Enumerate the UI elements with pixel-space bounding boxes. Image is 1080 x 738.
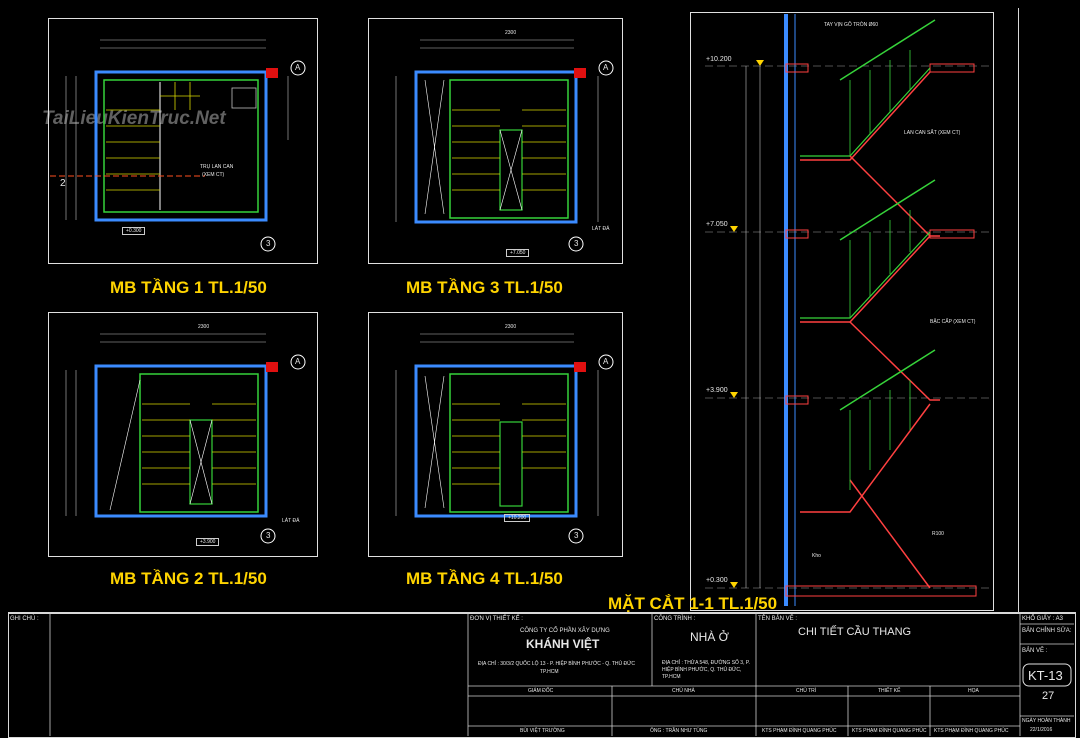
section-note-handrail: TAY VỊN GỖ TRÒN Ø60 <box>824 22 879 28</box>
tb-cong-trinh: NHÀ Ở <box>690 630 729 644</box>
section-level-0300: +0.300 <box>706 577 728 584</box>
tb-company-address: ĐỊA CHỈ : 30/3/2 QUỐC LỘ 13 - P. HIỆP BÌ… <box>478 661 636 667</box>
grid-mark-3-1: 3 <box>266 239 271 248</box>
tb-name-giam-doc: BÙI VIỆT TRƯỜNG <box>520 728 565 734</box>
plan4-level: +10.200 <box>504 514 531 522</box>
tru-lan-can-label: TRỤ LAN CAN <box>200 164 234 170</box>
tb-sheet-no: 27 <box>1042 690 1055 702</box>
tb-role-thiet-ke: THIẾT KẾ <box>878 688 901 694</box>
tb-don-vi-label: ĐƠN VỊ THIẾT KẾ : <box>470 616 523 622</box>
tb-ngay-label: NGÀY HOÀN THÀNH <box>1022 718 1071 724</box>
tb-company-line: CÔNG TY CỔ PHẦN XÂY DỰNG <box>520 628 610 634</box>
tb-ten-ban-ve: CHI TIẾT CẦU THANG <box>798 626 912 638</box>
section-level-10200: +10.200 <box>706 56 732 63</box>
grid-mark-a-1: A <box>295 63 301 72</box>
grid-mark-a-2: A <box>295 357 301 366</box>
plan-title-floor2: MB TẦNG 2 TL.1/50 <box>110 569 267 588</box>
plan3-level: +7.050 <box>506 249 530 257</box>
tb-sheet-code: KT-13 <box>1028 668 1063 683</box>
tb-ngay: 22/1/2016 <box>1030 727 1053 733</box>
lat-da-plan2: LÁT ĐÁ <box>282 518 300 524</box>
plan-panel-floor2 <box>48 312 318 557</box>
plan1-level: +0.300 <box>122 227 146 235</box>
tb-name-chu-nha: ÔNG : TRẦN NHƯ TÙNG <box>650 728 708 734</box>
plan-panel-floor1 <box>48 18 318 264</box>
tb-cong-trinh-address: ĐỊA CHỈ : THỬA 548, ĐƯỜNG SỐ 3, P. HIỆP … <box>662 660 750 680</box>
tb-name-chu-tri: KTS PHẠM ĐÌNH QUANG PHÚC <box>762 728 837 734</box>
plan-title-floor1: MB TẦNG 1 TL.1/50 <box>110 278 267 297</box>
tb-role-chu-nha: CHỦ NHÀ <box>672 688 695 694</box>
grid-mark-3-3: 3 <box>574 239 579 248</box>
tb-name-hoa: KTS PHẠM ĐÌNH QUANG PHÚC <box>934 728 1009 734</box>
section-note-railing: LAN CAN SẮT (XEM CT) <box>904 130 961 136</box>
tb-name-thiet-ke: KTS PHẠM ĐÌNH QUANG PHÚC <box>852 728 927 734</box>
grid-mark-3-4: 3 <box>574 531 579 540</box>
tb-role-giam-doc: GIÁM ĐỐC <box>528 688 554 694</box>
plan-panel-floor4 <box>368 312 623 557</box>
section-mark-2: 2 <box>60 178 66 189</box>
tb-kho-giay: KHỔ GIẤY : A3 <box>1022 616 1063 622</box>
section-level-7050: +7.050 <box>706 221 728 228</box>
drawing-border-right <box>1018 8 1019 612</box>
plan-floor2-drawing <box>65 333 306 544</box>
xem-ct-label: (XEM CT) <box>202 172 225 178</box>
tb-company-name: KHÁNH VIỆT <box>526 637 600 651</box>
grid-mark-a-4: A <box>603 357 609 366</box>
plan-title-floor4: MB TẦNG 4 TL.1/50 <box>406 569 563 588</box>
section-panel <box>690 12 994 611</box>
watermark-text: TaiLieuKienTruc.Net <box>42 108 226 129</box>
tb-role-chu-tri: CHỦ TRÌ <box>796 688 817 694</box>
lat-da-plan3: LÁT ĐÁ <box>592 226 610 232</box>
section-title: MẶT CẮT 1-1 TL.1/50 <box>608 594 778 613</box>
tb-cong-trinh-label: CÔNG TRÌNH : <box>654 616 696 622</box>
tb-ban-ve: BẢN VẼ : <box>1022 648 1048 654</box>
plan-title-floor3: MB TẦNG 3 TL.1/50 <box>406 278 563 297</box>
dim-top-plan4: 2300 <box>505 324 517 330</box>
grid-mark-a-3: A <box>603 63 609 72</box>
dim-top-plan2: 2300 <box>198 324 210 330</box>
tb-ten-ban-ve-label: TÊN BẢN VẼ : <box>758 616 798 622</box>
plan-panel-floor3 <box>368 18 623 264</box>
tb-ghi-chu: GHI CHÚ : <box>10 616 39 622</box>
section-level-3900: +3.900 <box>706 387 728 394</box>
dim-top-plan3: 2300 <box>505 30 517 36</box>
section-note-step: BẬC CẤP (XEM CT) <box>930 319 976 325</box>
section-note-r100: R100 <box>932 531 944 537</box>
section-note-kho: Kho <box>812 553 821 559</box>
plan-floor1-drawing <box>50 39 306 252</box>
tb-role-hoa: HỌA <box>968 688 979 694</box>
section-drawing <box>705 14 990 606</box>
drawing-border-top-line <box>8 612 1076 614</box>
plan-floor4-drawing <box>395 333 614 544</box>
grid-mark-3-2: 3 <box>266 531 271 540</box>
tb-ban-chinh-sua: BẢN CHỈNH SỬA: <box>1022 628 1072 634</box>
plan2-level: +3.900 <box>196 538 220 546</box>
tb-company-city: TP.HCM <box>540 669 559 675</box>
plan-floor3-drawing <box>395 39 614 252</box>
